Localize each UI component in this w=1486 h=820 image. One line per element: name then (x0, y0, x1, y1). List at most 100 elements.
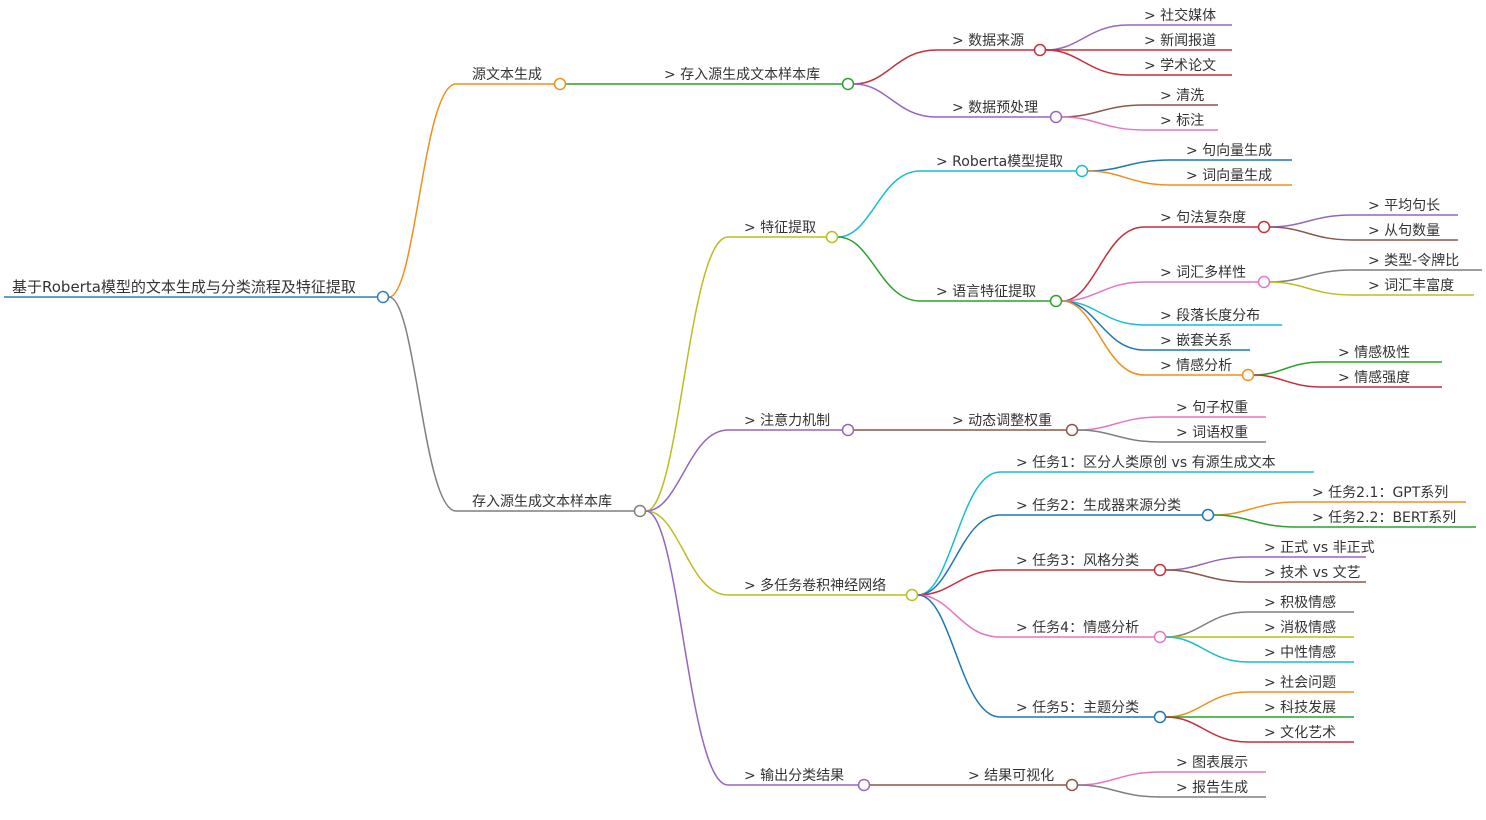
collapse-toggle-r-1-2[interactable] (905, 588, 919, 602)
edge-r-1-2-1-0 (1213, 501, 1297, 516)
topic-label-r-1-2-4-0[interactable]: > 社会问题 (1264, 675, 1336, 691)
collapse-toggle-r-1-1-0[interactable] (1065, 423, 1079, 437)
collapse-toggle-r-1-1[interactable] (841, 423, 855, 437)
collapse-toggle-r-0-0-1[interactable] (1049, 110, 1063, 124)
collapse-toggle-r[interactable] (376, 290, 390, 304)
collapse-toggle-r-1[interactable] (633, 504, 647, 518)
edge-r-1-0-1-0-1 (1269, 226, 1353, 241)
edge-r-0-0-1-1 (1061, 116, 1145, 131)
topic-label-r-1-0-1-0-1[interactable]: > 从句数量 (1368, 223, 1440, 239)
topic-label-r-0[interactable]: 源文本生成 (472, 67, 542, 83)
topic-label-r-0-0-0-2[interactable]: > 学术论文 (1144, 58, 1216, 74)
collapse-toggle-r-0-0-0[interactable] (1033, 43, 1047, 57)
collapse-toggle-r-0-0[interactable] (841, 77, 855, 91)
topic-label-r-1-2-2[interactable]: > 任务3：风格分类 (1016, 553, 1139, 569)
edge-r-1-0-1-1 (1061, 281, 1145, 302)
topic-label-r-1-2-3[interactable]: > 任务4：情感分析 (1016, 619, 1139, 636)
edge-r-1-2-4 (917, 594, 1001, 718)
edge-r-1-0-0-0 (1087, 159, 1171, 172)
topic-label-r-1-2-1-0[interactable]: > 任务2.1：GPT系列 (1312, 485, 1448, 501)
collapse-toggle-r-1-0-1[interactable] (1049, 294, 1063, 308)
edge-r-1-2-3-0 (1165, 611, 1249, 638)
topic-label-r-1-1[interactable]: > 注意力机制 (744, 412, 830, 429)
topic-label-r-1-3-0-0[interactable]: > 图表展示 (1176, 755, 1248, 771)
topic-label-r-1-3-0-1[interactable]: > 报告生成 (1176, 780, 1248, 796)
topic-label-r-1-0-1-4-0[interactable]: > 情感极性 (1338, 344, 1410, 361)
topic-label-r-1-2-3-0[interactable]: > 积极情感 (1264, 594, 1336, 611)
topic-label-r-1-1-0-1[interactable]: > 词语权重 (1176, 425, 1248, 441)
topic-label-r-1-2-3-1[interactable]: > 消极情感 (1264, 619, 1336, 636)
collapse-toggle-r-1-2-2[interactable] (1153, 563, 1167, 577)
topic-label-r-1-0-1-0[interactable]: > 句法复杂度 (1160, 209, 1246, 226)
edge-r-1-0-1-0 (1061, 226, 1145, 302)
topic-label-r-1-2[interactable]: > 多任务卷积神经网络 (744, 577, 886, 594)
edge-r-1-2-1 (917, 514, 1001, 596)
edge-r-1-3 (645, 510, 729, 786)
topic-label-r-1-0-1-4-1[interactable]: > 情感强度 (1338, 369, 1410, 386)
edge-r-1-1-0-0 (1077, 416, 1161, 431)
collapse-toggle-r-1-0-0[interactable] (1075, 164, 1089, 178)
topic-label-r-1-0-0[interactable]: > Roberta模型提取 (936, 154, 1063, 170)
topic-label-r-1-2-4-1[interactable]: > 科技发展 (1264, 700, 1336, 716)
collapse-toggle-r-1-0-1-1[interactable] (1257, 275, 1271, 289)
topic-label-r-1-1-0[interactable]: > 动态调整权重 (952, 413, 1052, 429)
topic-label-r-1[interactable]: 存入源生成文本样本库 (472, 494, 612, 510)
edge-r-1-1-0-1 (1077, 429, 1161, 443)
topic-label-r-1-0[interactable]: > 特征提取 (744, 220, 816, 236)
collapse-toggle-r-1-2-4[interactable] (1153, 710, 1167, 724)
collapse-toggle-r-1-2-1[interactable] (1201, 508, 1215, 522)
topic-label-r-1-0-1-4[interactable]: > 情感分析 (1160, 357, 1232, 374)
topic-label-r-1-2-3-2[interactable]: > 中性情感 (1264, 644, 1336, 661)
edge-r-1-2-2-1 (1165, 569, 1249, 583)
collapse-toggle-r-1-3[interactable] (857, 778, 871, 792)
collapse-toggle-r-1-0[interactable] (825, 230, 839, 244)
topic-label-r-1-2-1-1[interactable]: > 任务2.2：BERT系列 (1312, 510, 1456, 526)
edge-r-1-3-0-0 (1077, 771, 1161, 786)
topic-label-r-1-2-0[interactable]: > 任务1：区分人类原创 vs 有源生成文本 (1016, 455, 1276, 471)
collapse-toggle-r-1-2-3[interactable] (1153, 630, 1167, 644)
topic-label-r-1-0-1-1-0[interactable]: > 类型-令牌比 (1368, 252, 1459, 269)
topic-label-r-1-2-4[interactable]: > 任务5：主题分类 (1016, 700, 1139, 716)
topic-label-r-1-3[interactable]: > 输出分类结果 (744, 768, 844, 784)
edge-r-1-0-1-0-0 (1269, 214, 1353, 228)
topic-label-r-1-0-1-0-0[interactable]: > 平均句长 (1368, 198, 1440, 214)
topic-label-r-1-0-0-0[interactable]: > 句向量生成 (1186, 143, 1272, 159)
edge-r-1-0-1-4-0 (1253, 361, 1323, 376)
topic-label-r-1-1-0-0[interactable]: > 句子权重 (1176, 400, 1248, 416)
edge-r-1-3-0-1 (1077, 784, 1161, 798)
collapse-toggle-r-1-3-0[interactable] (1065, 778, 1079, 792)
topic-label-r-1-2-1[interactable]: > 任务2：生成器来源分类 (1016, 498, 1181, 514)
topic-label-r-1-3-0[interactable]: > 结果可视化 (968, 768, 1054, 784)
topic-label-r-1-0-0-1[interactable]: > 词向量生成 (1186, 168, 1272, 184)
topic-label-r-0-0-0-0[interactable]: > 社交媒体 (1144, 7, 1216, 24)
topic-label-r-0-0-1[interactable]: > 数据预处理 (952, 100, 1038, 116)
topic-label-r-1-0-1-3[interactable]: > 嵌套关系 (1160, 333, 1232, 349)
collapse-toggle-r-1-0-1-0[interactable] (1257, 220, 1271, 234)
topic-label-r-1-2-2-1[interactable]: > 技术 vs 文艺 (1264, 565, 1361, 581)
topic-label-r-1-0-1[interactable]: > 语言特征提取 (936, 284, 1036, 300)
edge-r-0-0-0-0 (1045, 24, 1129, 51)
edge-r-1-2-1-1 (1213, 514, 1297, 528)
topic-label-r-1-0-1-1-1[interactable]: > 词汇丰富度 (1368, 277, 1454, 294)
root-topic-label[interactable]: 基于Roberta模型的文本生成与分类流程及特征提取 (12, 278, 356, 296)
edge-r-1-2 (645, 510, 729, 596)
topic-label-r-0-0[interactable]: > 存入源生成文本样本库 (664, 67, 820, 83)
topic-label-r-1-0-1-1[interactable]: > 词汇多样性 (1160, 264, 1246, 281)
topic-label-r-0-0-1-1[interactable]: > 标注 (1160, 113, 1204, 129)
edge-r-1-0-1-4-1 (1253, 374, 1323, 388)
topic-label-r-1-0-1-2[interactable]: > 段落长度分布 (1160, 308, 1260, 324)
edge-r-1-2-3-2 (1165, 636, 1249, 663)
topic-label-r-0-0-1-0[interactable]: > 清洗 (1160, 88, 1204, 104)
collapse-toggle-r-1-0-1-4[interactable] (1241, 368, 1255, 382)
edge-r-1-0-1-4 (1061, 300, 1145, 376)
edge-r-0-0-1 (853, 83, 937, 118)
topic-label-r-1-2-2-0[interactable]: > 正式 vs 非正式 (1264, 540, 1375, 556)
topic-label-r-1-2-4-2[interactable]: > 文化艺术 (1264, 725, 1336, 741)
edge-r-1-2-4-2 (1165, 716, 1249, 743)
topic-label-r-0-0-0-1[interactable]: > 新闻报道 (1144, 33, 1216, 49)
topic-label-r-0-0-0[interactable]: > 数据来源 (952, 33, 1024, 49)
collapse-toggle-r-0[interactable] (553, 77, 567, 91)
edge-r-1-0-1 (837, 236, 921, 302)
edge-r-1-2-0 (917, 471, 1001, 596)
edge-r-1-2-2-0 (1165, 556, 1249, 571)
